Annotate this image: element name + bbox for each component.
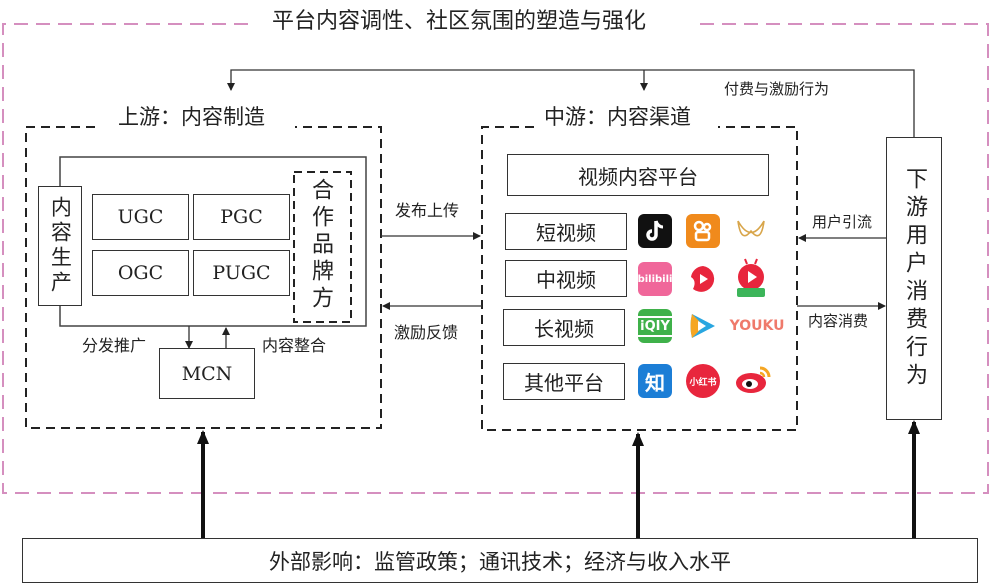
downstream-text: 下游用户消费行为 [902,166,927,391]
user-traffic-label: 用户引流 [812,213,873,231]
midstream-label: 中游：内容渠道 [544,105,691,129]
category-mid-video: 中视频 [505,260,627,297]
bilibili-icon: bilibili [638,262,672,296]
payment-line [227,69,915,138]
douyin-icon [638,214,672,248]
iqiyi-icon: iQIY [636,309,674,343]
youku-text: YOUKU [729,318,785,334]
xigua-icon [686,262,720,296]
distribute-label: 分发推广 [82,336,147,355]
weibo-icon [734,362,774,396]
bilibili-text: bilibili [637,273,673,285]
category-long-video: 长视频 [503,309,625,346]
iqiyi-text: iQIY [636,315,674,337]
kuaishou-icon [686,214,720,248]
external-influence-box: 外部影响：监管政策；通讯技术；经济与收入水平 [22,538,978,583]
partner-brand-frame [293,171,352,323]
content-production-box: 内容生产 [38,186,82,306]
xiaohongshu-icon: 小红书 [686,364,720,398]
partner-brand-text: 合作品牌方 [308,178,333,313]
weishi-icon [734,214,768,248]
type-pgc: PGC [193,194,290,240]
tencent-video-icon [686,309,720,343]
midstream-dashed-box [481,126,798,431]
upstream-dashed-box [25,126,382,429]
xiaohongshu-text: 小红书 [689,377,717,388]
diagram-title: 平台内容调性、社区氛围的塑造与强化 [272,9,647,34]
haokan-icon [734,258,768,298]
youku-icon: YOUKU [729,309,785,343]
category-other: 其他平台 [503,363,625,400]
downstream-box: 下游用户消费行为 [886,137,942,420]
video-platform-header: 视频内容平台 [507,154,769,196]
incentive-feedback-label: 激励反馈 [394,323,459,342]
upstream-label: 上游：内容制造 [118,105,265,129]
zhihu-text: 知 [645,370,665,395]
mcn-box: MCN [159,348,255,399]
type-pugc: PUGC [193,250,290,296]
outer-dashed-frame [2,23,989,494]
zhihu-icon: 知 [638,364,672,398]
payment-incentive-label: 付费与激励行为 [724,80,830,98]
upstream-inner-frame [59,156,367,327]
category-short-video: 短视频 [505,213,627,250]
type-ogc: OGC [92,250,189,296]
type-ugc: UGC [92,194,189,240]
integrate-label: 内容整合 [262,336,327,355]
content-consumption-label: 内容消费 [808,312,869,330]
content-production-text: 内容生产 [48,196,73,296]
publish-upload-label: 发布上传 [395,201,460,220]
